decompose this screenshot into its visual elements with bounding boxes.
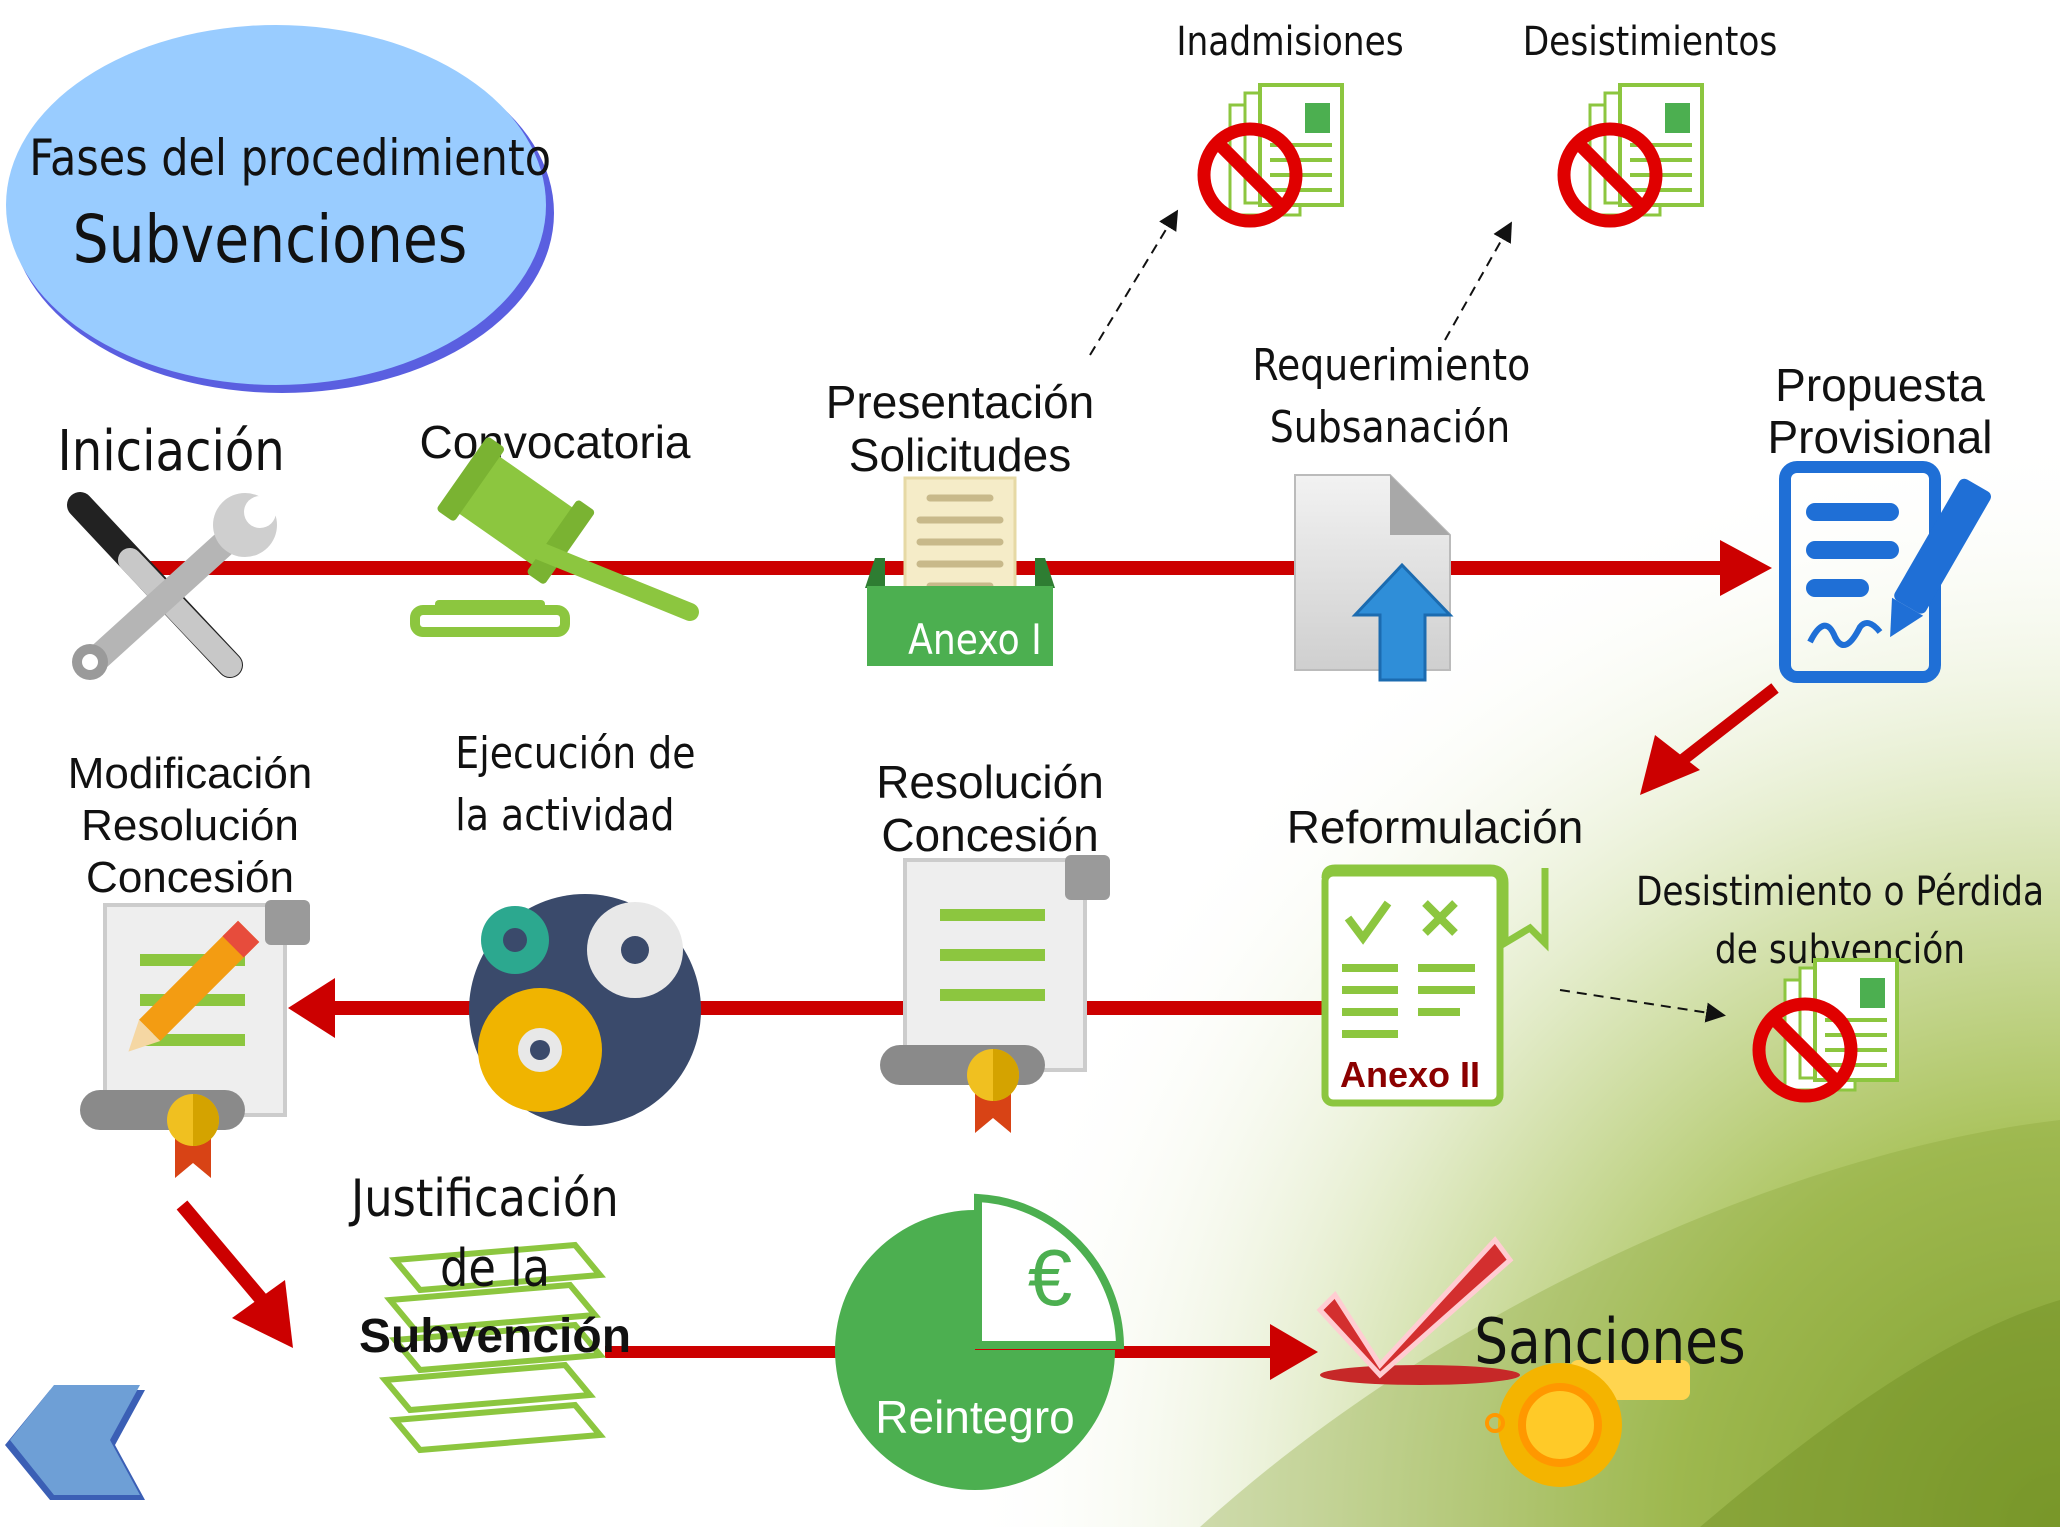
label-modificacion-2: Resolución [81, 801, 299, 850]
label-reintegro: Reintegro [875, 1391, 1075, 1443]
label-propuesta-1: Propuesta [1775, 359, 1985, 411]
arrowhead-to-reformulacion [1640, 735, 1700, 795]
prohibited-document-icon [1752, 958, 1899, 1103]
label-justificacion-1: Justificación [351, 1169, 619, 1229]
edit-certificate-icon [80, 900, 310, 1178]
label-iniciacion: Iniciación [57, 419, 285, 484]
label-justificacion-2: de la [440, 1239, 550, 1299]
euro-pie-icon [835, 1193, 1125, 1490]
label-justificacion-3: Subvención [358, 1310, 632, 1363]
label-propuesta-2: Provisional [1767, 411, 1993, 463]
label-ejecucion-1: Ejecución de [455, 728, 696, 779]
label-requerimiento-1: Requerimiento [1252, 340, 1531, 391]
label-desistimiento-1: Desistimiento o Pérdida [1635, 869, 2045, 915]
label-reformulacion: Reformulación [1286, 801, 1584, 853]
arrowhead-to-propuesta [1720, 540, 1772, 596]
arrowhead-to-sanciones [1270, 1324, 1318, 1380]
file-upload-icon [1294, 474, 1454, 682]
title-line1: Fases del procedimiento [29, 129, 552, 187]
label-desistimientos: Desistimientos [1522, 19, 1778, 65]
label-anexo1: Anexo I [908, 615, 1042, 664]
label-modificacion-1: Modificación [67, 749, 313, 798]
dashed-to-perdida [1559, 989, 1726, 1023]
label-ejecucion-2: la actividad [455, 790, 675, 841]
check-whistle-icon [1316, 1236, 1690, 1487]
label-modificacion-3: Concesión [86, 853, 294, 902]
label-presentacion-2: Solicitudes [848, 429, 1072, 481]
checklist-document-icon [1321, 864, 1549, 1107]
certificate-scroll-icon [880, 855, 1110, 1133]
label-presentacion-1: Presentación [825, 376, 1095, 428]
title-ellipse [6, 25, 554, 393]
label-anexo2: Anexo II [1339, 1054, 1481, 1095]
prohibited-document-icon [1197, 83, 1344, 228]
label-resolucion-2: Concesión [881, 809, 1099, 861]
dashed-to-inadmisiones [1089, 209, 1179, 356]
gears-icon [469, 894, 701, 1126]
arrowhead-to-modificacion [288, 978, 335, 1038]
signed-document-icon [1779, 461, 1991, 683]
label-resolucion-1: Resolución [876, 756, 1104, 808]
label-inadmisiones: Inadmisiones [1176, 19, 1404, 65]
gavel-icon [410, 437, 699, 637]
label-requerimiento-2: Subsanación [1269, 402, 1511, 453]
label-sanciones: Sanciones [1474, 1305, 1746, 1378]
label-convocatoria: Convocatoria [419, 416, 691, 468]
label-euro: € [1027, 1233, 1073, 1322]
tools-icon [67, 492, 277, 680]
back-chevron-icon[interactable] [0, 1385, 160, 1505]
green-swoosh [820, 160, 2060, 1527]
dashed-to-desistimientos [1444, 221, 1512, 341]
inbox-document-icon [865, 476, 1055, 666]
title-line2: Subvenciones [72, 201, 468, 278]
arrowhead-to-justificacion [232, 1280, 293, 1348]
prohibited-document-icon [1557, 83, 1704, 228]
money-stack-icon [379, 1241, 606, 1454]
